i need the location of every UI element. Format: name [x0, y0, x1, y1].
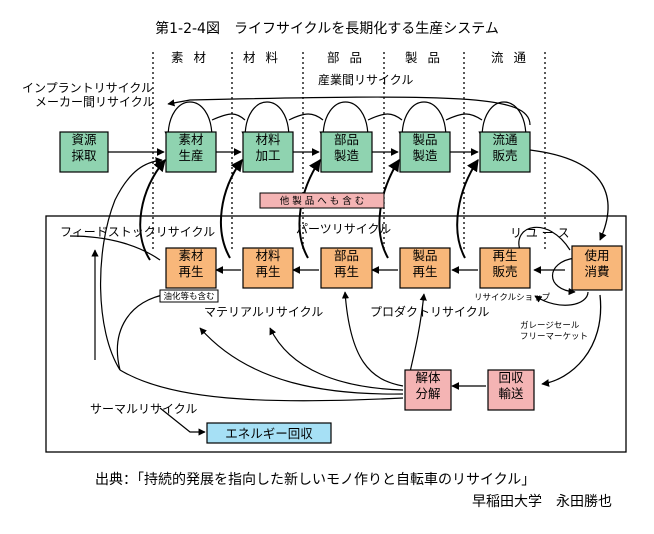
svg-text:エネルギー回収: エネルギー回収	[225, 426, 313, 441]
label-material-recycle: マテリアルリサイクル	[204, 305, 323, 319]
stage-label-sozai: 素 材	[171, 50, 209, 65]
label-reuse: リ ユ ー ス	[510, 226, 569, 240]
box-text-line: 製造	[412, 148, 438, 163]
box-text-line: 素材	[178, 248, 203, 263]
left-long-loops	[91, 157, 169, 371]
box-text-line: 製造	[334, 148, 360, 163]
box-text-line: 販売	[492, 148, 517, 163]
box-text-line: 再生	[178, 264, 203, 279]
svg-text:油化等も含む: 油化等も含む	[163, 291, 214, 302]
label-industry-recycle: 産業間リサイクル	[318, 72, 413, 87]
box-text-line: 資源	[71, 132, 97, 147]
box-text-line: 再生	[334, 264, 359, 279]
feedstock-label-line	[69, 235, 161, 261]
label-inplant-recycle: インプラントリサイクル	[22, 81, 153, 95]
source-line-2: 早稲田大学 永田勝也	[472, 494, 612, 510]
box-text-line: 材料	[255, 248, 281, 263]
box-text-line: 製品	[412, 132, 437, 147]
oil-note: 油化等も含む	[159, 289, 219, 303]
label-recycle-shop: リサイクルショップ	[474, 293, 551, 303]
label-feedstock-recycle: フィードストックリサイクル	[60, 225, 215, 239]
box-text-line: 使用	[584, 248, 609, 263]
svg-text:他 製 品 へ も 含 む: 他 製 品 へ も 含 む	[280, 195, 365, 207]
box-text-line: 材料	[255, 132, 281, 147]
use-self-loop	[551, 257, 576, 296]
label-maker-recycle: メーカー間リサイクル	[35, 95, 154, 109]
box-text-line: 部品	[334, 132, 359, 147]
source-line-1: 出典：「持続的発展を指向した新しいモノ作りと自転車のリサイクル」	[95, 471, 535, 488]
box-text-line: 解体	[415, 370, 441, 385]
box-text-line: 採取	[71, 148, 97, 163]
box-text-line: 販売	[492, 264, 517, 279]
box-text-line: 消費	[584, 264, 609, 279]
box-text-line: 部品	[334, 248, 359, 263]
box-text-line: 素材	[178, 132, 203, 147]
stage-label-buhin: 部 品	[327, 50, 365, 65]
reuse-loop	[518, 226, 571, 251]
inplant-loops	[164, 101, 527, 139]
thermal-to-energy-arrow	[159, 407, 206, 436]
label-thermal-recycle: サーマルリサイクル	[90, 402, 197, 416]
energy-recovery-box: エネルギー回収	[206, 422, 332, 444]
box-text-line: 輸送	[498, 386, 524, 401]
regeneration-curves	[139, 158, 479, 261]
maker-recycle-arcs	[211, 113, 483, 121]
stage-label-ryutsu: 流 通	[491, 50, 529, 65]
box-text-line: 再生	[412, 264, 437, 279]
box-text-line: 再生	[492, 248, 517, 263]
stage-separators	[152, 52, 546, 250]
box-text-line: 再生	[255, 264, 280, 279]
label-parts-recycle: パーツリサイクル	[296, 222, 391, 236]
label-product-recycle: プロダクトリサイクル	[370, 304, 489, 319]
diagram-title: 第1-2-4図 ライフサイクルを長期化する生産システム	[155, 20, 499, 37]
other-products-note: 他 製 品 へ も 含 む	[259, 192, 385, 209]
label-garage-sale: ガレージセール	[520, 320, 580, 331]
reuse-loop-lower	[534, 291, 589, 306]
use-to-collection-arrow	[541, 294, 602, 387]
process-boxes: 資源採取素材生産材料加工部品製造製品製造流通販売素材再生材料再生部品再生製品再生…	[59, 131, 623, 411]
box-text-line: 生産	[178, 148, 203, 163]
label-flea-market: フリーマーケット	[520, 332, 588, 342]
box-text-line: 製品	[412, 248, 437, 263]
stage-label-zairyo: 材 料	[243, 50, 281, 65]
box-text-line: 回収	[498, 370, 524, 385]
recycling-frame	[45, 215, 627, 453]
dismantle-flows	[119, 291, 427, 402]
box-text-line: 分解	[415, 386, 440, 401]
industry-recycle-arc	[167, 96, 531, 126]
stage-label-seihin: 製 品	[405, 50, 443, 65]
box-text-line: 加工	[255, 148, 280, 163]
sales-to-use-arrow	[529, 149, 609, 241]
box-text-line: 流通	[492, 132, 518, 147]
